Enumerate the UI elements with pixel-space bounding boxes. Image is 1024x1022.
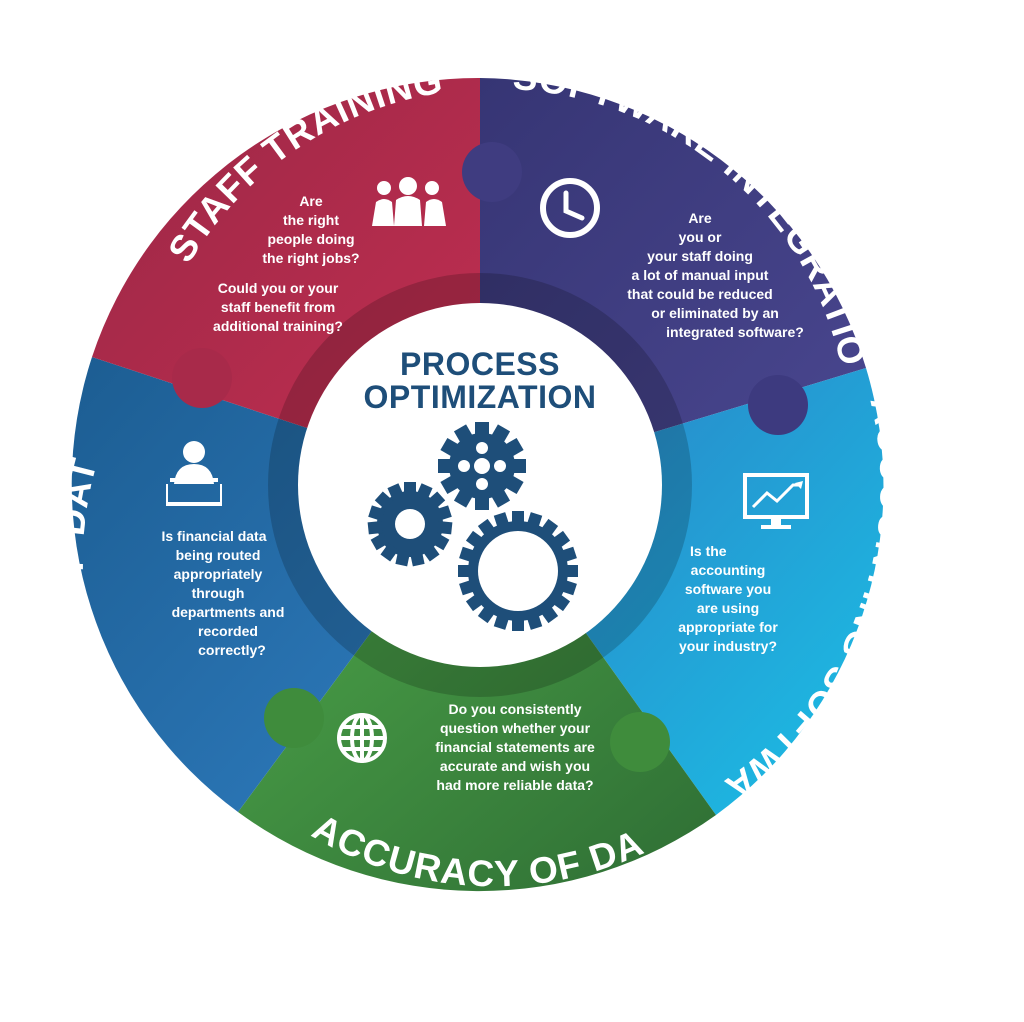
text-line: had more reliable data?	[436, 777, 594, 793]
text-line: recorded	[198, 623, 258, 639]
text-line: Are	[299, 193, 323, 209]
text-line: integrated software?	[666, 324, 804, 340]
user-laptop-icon	[166, 441, 222, 506]
text-line: appropriate for	[678, 619, 778, 635]
text-line: Is the	[690, 543, 727, 559]
text-line: software you	[684, 581, 772, 597]
text-line: or eliminated by an	[651, 305, 779, 321]
text-line: the right	[283, 212, 339, 228]
title-line-1: PROCESS	[400, 346, 560, 382]
text-line: Are	[688, 210, 712, 226]
puzzle-tab	[748, 375, 808, 435]
text-line: correctly?	[198, 642, 266, 658]
text-line: that could be reduced	[627, 286, 773, 302]
staff-training-q2: Could you or your staff benefit from add…	[178, 279, 378, 336]
text-line: question whether your	[439, 720, 591, 736]
text-line: departments and	[171, 604, 285, 620]
flow-of-data-text: Is financial data being routed appropria…	[138, 527, 298, 660]
text-line: your industry?	[678, 638, 777, 654]
gear-left	[367, 482, 453, 567]
puzzle-tab	[264, 688, 324, 748]
segment-accuracy-of-data	[238, 485, 716, 892]
text-line: Could you or your	[217, 280, 339, 296]
text-line: accounting	[690, 562, 766, 578]
software-integrations-text: Are you or your staff doing a lot of man…	[580, 209, 820, 342]
staff-training-text: Are the right people doing the right job…	[168, 192, 378, 336]
globe-icon	[337, 713, 387, 763]
text-line: appropriately	[173, 566, 263, 582]
text-line: you or	[678, 229, 722, 245]
puzzle-tab	[462, 142, 522, 202]
staff-training-q1: Are the right people doing the right job…	[216, 192, 406, 268]
clock-icon	[540, 178, 600, 238]
accounting-software-text: Is the accounting software you are using…	[648, 542, 808, 656]
text-line: being routed	[175, 547, 261, 563]
title-line-2: OPTIMIZATION	[363, 379, 597, 415]
monitor-chart-icon	[743, 473, 809, 529]
gears-icon	[367, 422, 578, 631]
text-line: financial statements are	[435, 739, 595, 755]
accuracy-of-data-text: Do you consistently question whether you…	[400, 700, 630, 795]
puzzle-tab	[172, 348, 232, 408]
text-line: a lot of manual input	[631, 267, 769, 283]
people-icon	[372, 177, 446, 226]
text-line: the right jobs?	[262, 250, 360, 266]
page-title: PROCESS OPTIMIZATION	[330, 348, 630, 414]
text-line: your staff doing	[647, 248, 753, 264]
text-line: additional training?	[213, 318, 343, 334]
gear-top	[438, 422, 526, 510]
text-line: through	[191, 585, 245, 601]
text-line: people doing	[267, 231, 355, 247]
text-line: accurate and wish you	[439, 758, 591, 774]
text-line: staff benefit from	[220, 299, 336, 315]
text-line: Do you consistently	[448, 701, 582, 717]
text-line: Is financial data	[161, 528, 267, 544]
gear-right	[458, 511, 578, 631]
text-line: are using	[696, 600, 760, 616]
puzzle-tab	[610, 712, 670, 772]
